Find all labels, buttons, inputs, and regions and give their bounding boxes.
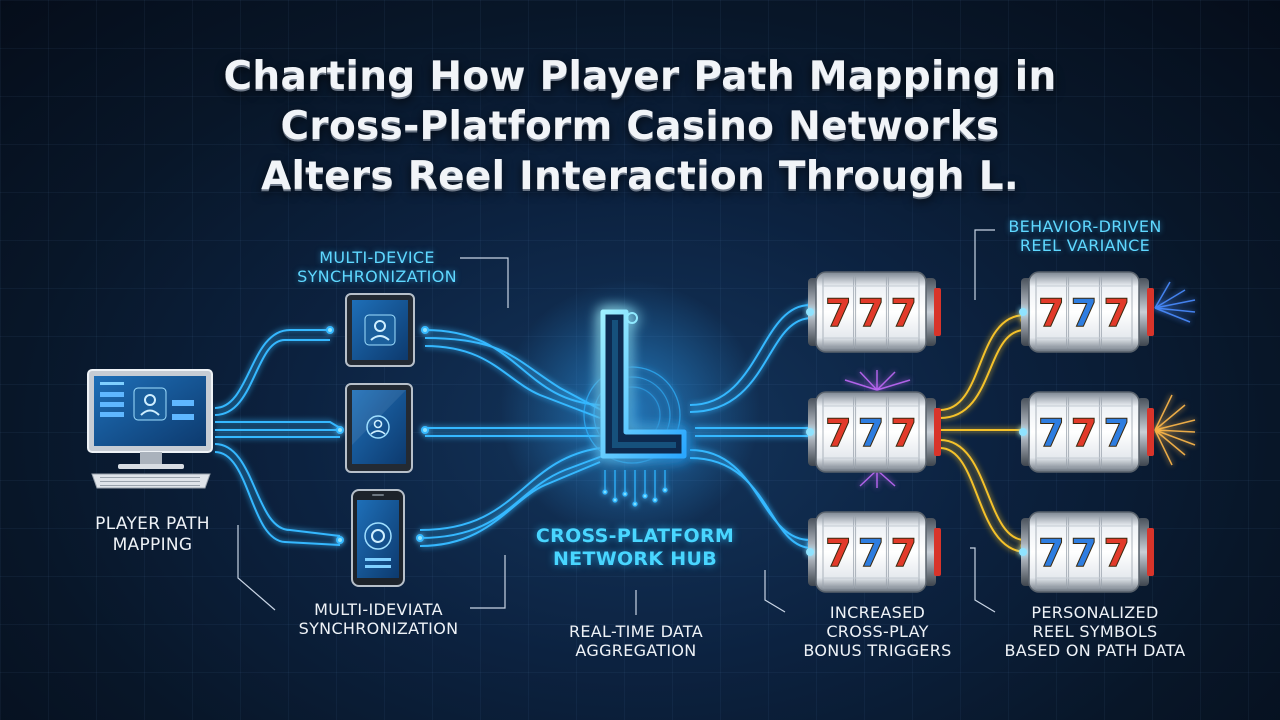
label-personalized-symbols: PERSONALIZED REEL SYMBOLS BASED ON PATH … bbox=[995, 603, 1195, 660]
label-line: REEL SYMBOLS bbox=[1032, 622, 1158, 641]
tablet-landscape-icon bbox=[345, 293, 415, 367]
tablet-portrait-icon bbox=[345, 383, 413, 473]
label-line: REEL VARIANCE bbox=[1019, 236, 1151, 255]
reel-seven-symbol: 7 bbox=[1103, 531, 1129, 575]
phone-icon bbox=[351, 489, 405, 587]
hub-circuit-icon bbox=[583, 366, 681, 507]
title-line-1: Charting How Player Path Mapping in bbox=[223, 54, 1057, 99]
reel-seven-symbol: 7 bbox=[890, 411, 916, 455]
reel-seven-symbol: 7 bbox=[1103, 411, 1129, 455]
desktop-computer-icon bbox=[87, 369, 213, 489]
reel-seven-symbol: 7 bbox=[825, 291, 851, 335]
label-line: MAPPING bbox=[112, 535, 193, 555]
reel-burst-effects bbox=[844, 281, 1196, 488]
title-line-2: Cross-Platform Casino Networks bbox=[280, 104, 1000, 149]
reel-seven-symbol: 7 bbox=[890, 291, 916, 335]
reel-seven-symbol: 7 bbox=[1038, 411, 1064, 455]
label-leader-lines bbox=[237, 229, 996, 615]
page-title: Charting How Player Path Mapping in Cros… bbox=[140, 52, 1140, 202]
reel-seven-symbol: 7 bbox=[1038, 291, 1064, 335]
label-player-path-mapping: PLAYER PATH MAPPING bbox=[70, 514, 235, 556]
label-line: BONUS TRIGGERS bbox=[803, 641, 952, 660]
label-line: NETWORK HUB bbox=[552, 548, 718, 570]
label-multi-device-top: MULTI-DEVICE SYNCHRONIZATION bbox=[292, 248, 462, 286]
label-network-hub: CROSS-PLATFORM NETWORK HUB bbox=[535, 525, 735, 571]
label-line: SYNCHRONIZATION bbox=[298, 619, 459, 638]
label-line: BEHAVIOR-DRIVEN bbox=[1008, 217, 1162, 236]
label-data-aggregation: REAL-TIME DATA AGGREGATION bbox=[556, 622, 716, 660]
reel-seven-symbol: 7 bbox=[1038, 531, 1064, 575]
reel-seven-symbol: 7 bbox=[1071, 531, 1097, 575]
label-line: MULTI-IDEVIATA bbox=[314, 600, 443, 619]
label-line: PLAYER PATH bbox=[95, 514, 210, 534]
label-line: INCREASED bbox=[829, 603, 926, 622]
label-line: CROSS-PLAY bbox=[826, 622, 929, 641]
hub-glow bbox=[500, 280, 760, 540]
variance-connection-lines bbox=[939, 314, 1030, 553]
hub-connection-lines bbox=[416, 326, 606, 547]
label-line: MULTI-DEVICE bbox=[319, 248, 435, 267]
label-line: AGGREGATION bbox=[575, 641, 697, 660]
reel-seven-symbol: 7 bbox=[858, 291, 884, 335]
label-line: BASED ON PATH DATA bbox=[1004, 641, 1186, 660]
label-line: PERSONALIZED bbox=[1031, 603, 1159, 622]
reel-seven-symbol: 7 bbox=[825, 531, 851, 575]
label-multi-device-bottom: MULTI-IDEVIATA SYNCHRONIZATION bbox=[286, 600, 471, 638]
reel-seven-symbol: 7 bbox=[1103, 291, 1129, 335]
title-line-3: Alters Reel Interaction Through L. bbox=[260, 154, 1020, 199]
reel-seven-symbol: 7 bbox=[1071, 291, 1097, 335]
label-reel-variance: BEHAVIOR-DRIVEN REEL VARIANCE bbox=[1000, 217, 1170, 255]
reel-seven-symbol: 7 bbox=[1071, 411, 1097, 455]
label-line: REAL-TIME DATA bbox=[568, 622, 704, 641]
reel-seven-symbol: 7 bbox=[858, 531, 884, 575]
reel-seven-symbol: 7 bbox=[858, 411, 884, 455]
reel-seven-symbol: 7 bbox=[825, 411, 851, 455]
label-line: SYNCHRONIZATION bbox=[297, 267, 457, 286]
label-bonus-triggers: INCREASED CROSS-PLAY BONUS TRIGGERS bbox=[790, 603, 965, 660]
hub-l-letter bbox=[600, 309, 687, 459]
reel-seven-symbol: 7 bbox=[890, 531, 916, 575]
device-connection-lines bbox=[214, 326, 344, 546]
label-line: CROSS-PLATFORM bbox=[535, 525, 735, 547]
